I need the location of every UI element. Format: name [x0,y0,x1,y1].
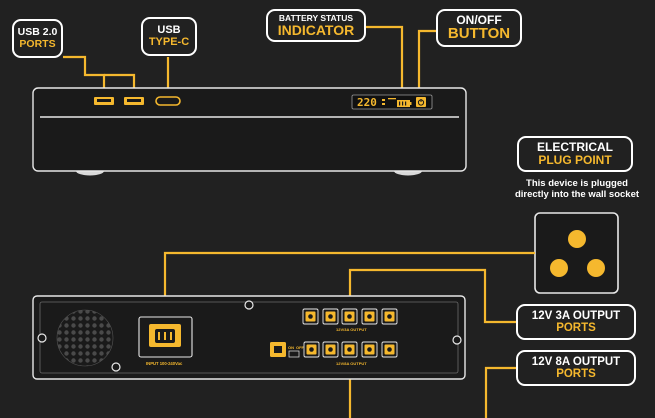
usb-ports-callout: USB 2.0 PORTS [12,19,63,58]
out-8a-leader [484,366,516,418]
fan-grill [56,309,114,367]
battery-icon [397,100,412,107]
output-port-3a-1-pin [308,314,313,319]
ac-input-label: INPUT 100-240Vac [146,361,183,366]
output-ports-8a [303,341,398,358]
socket-pin-left [550,259,568,277]
onoff-button-callout: ON/OFF BUTTON [436,9,522,47]
out-3a-leader [348,268,516,324]
out-3a-callout: 12V 3A OUTPUT PORTS [516,304,636,340]
plug-point-callout: ELECTRICAL PLUG POINT [517,136,633,172]
onoff-callout-line1: ON/OFF [456,12,502,27]
plug-callout-line2: PLUG POINT [538,153,612,167]
output-port-8a-4-pin [367,347,372,352]
output-port-8a-2-pin [328,347,333,352]
wall-socket [534,212,619,294]
screw-top [244,300,254,310]
output-ports-3a [302,308,398,325]
plug-note-line2: directly into the wall socket [514,188,640,200]
usb-ports-callout-line1: USB 2.0 [17,26,58,39]
switch-on-label: ON [288,345,294,350]
battery-leader [366,25,404,94]
battery-callout-line2: INDICATOR [277,21,355,38]
usb-typec-callout: USB TYPE-C [141,17,197,56]
output-port-8a-5-pin [387,347,392,352]
onoff-leader [417,29,436,94]
display-value: 220 [357,96,377,109]
rear-switch-group: ON OFF [270,342,305,358]
out-8a-callout-line2: PORTS [556,368,596,380]
electrical-plug-point [534,212,619,294]
battery-callout-line1: BATTERY STATUS [278,12,354,23]
output-port-3a-5-pin [387,314,392,319]
plug-callout-line1: ELECTRICAL [537,140,613,155]
usb-ports-leader [63,55,106,94]
output-port-3a-3-pin [347,314,352,319]
out-8a-callout-line1: 12V 8A OUTPUT [531,355,621,368]
connector-lines-front [63,25,436,94]
switch-off-label: OFF [296,345,305,350]
output-port-8a-3-pin [347,347,352,352]
label-3a-output: 12V/3A OUTPUT [336,327,367,332]
screw-right [452,335,462,345]
screw-left [37,333,47,343]
output-port-3a-4-pin [367,314,372,319]
device-rear: INPUT 100-240Vac [32,295,466,380]
out-3a-callout-line2: PORTS [556,322,596,334]
usb-ports-callout-line2: PORTS [19,37,56,50]
plug-note-line1: This device is plugged [526,178,628,189]
battery-indicator-callout: BATTERY STATUS INDICATOR [266,9,366,42]
device-front: 220 [32,87,467,176]
usb-typec-callout-line1: USB [157,23,181,36]
usb-typec-callout-line2: TYPE-C [148,35,190,48]
power-toggle[interactable] [288,350,300,358]
output-port-8a-1-pin [309,347,314,352]
socket-pin-top [568,230,586,248]
usb-c-port [155,96,181,106]
screw-bottom-left [111,362,121,372]
output-port-3a-2-pin [328,314,333,319]
out-8a-callout: 12V 8A OUTPUT PORTS [516,350,636,386]
plug-point-note: This device is plugged directly into the… [507,178,647,201]
power-icon[interactable] [416,97,426,107]
onoff-callout-line2: BUTTON [447,25,511,43]
label-8a-output: 12V/8A OUTPUT [336,361,367,366]
out-3a-callout-line1: 12V 3A OUTPUT [531,309,621,322]
status-display [351,94,433,110]
socket-pin-right [587,259,605,277]
